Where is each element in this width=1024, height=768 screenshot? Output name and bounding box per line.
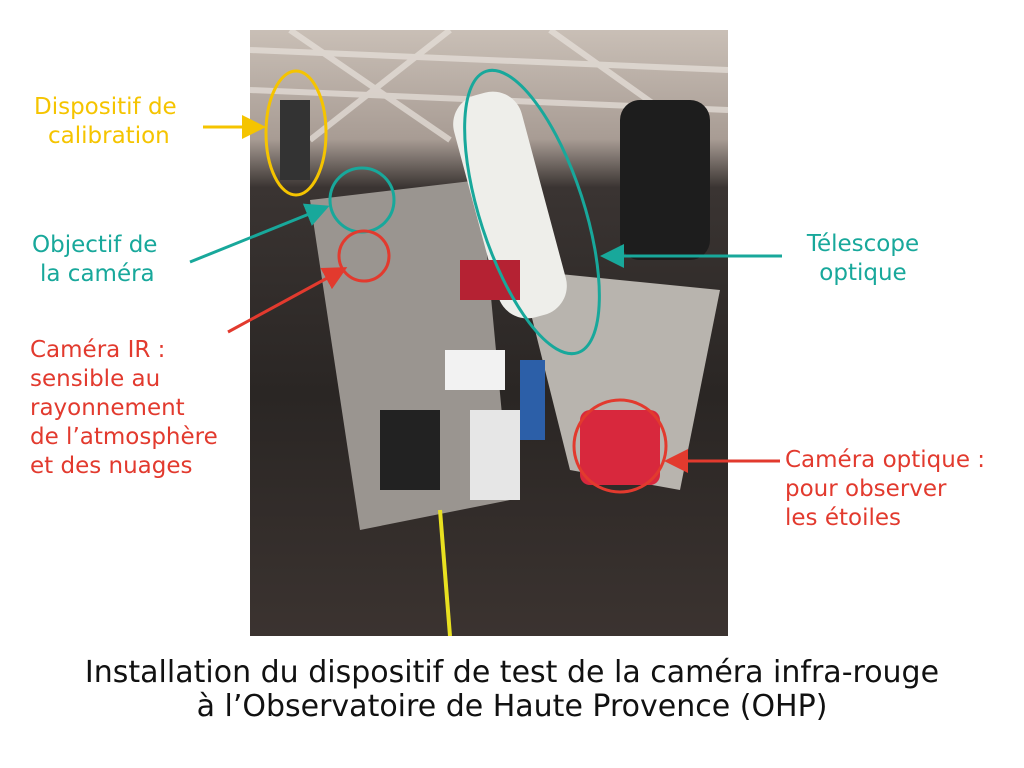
- label-line: la caméra: [40, 261, 155, 287]
- label-line: rayonnement: [30, 395, 185, 421]
- slide-caption: Installation du dispositif de test de la…: [0, 656, 1024, 724]
- objective-arrow: [189, 203, 330, 264]
- label-line: Dispositif de: [34, 94, 177, 120]
- label-line: et des nuages: [30, 453, 193, 479]
- telescope-highlight: [463, 68, 601, 356]
- calibration-highlight: [264, 69, 328, 197]
- label-line: de l’atmosphère: [30, 424, 218, 450]
- label-line: Télescope: [806, 231, 920, 257]
- optical-camera-highlight: [572, 398, 668, 494]
- ir-camera-arrow: [227, 267, 348, 334]
- ir-camera-highlight: [337, 229, 391, 283]
- label-line: Caméra IR :: [30, 337, 166, 363]
- label-calibration: Dispositif de calibration: [34, 93, 177, 151]
- objective-highlight: [328, 166, 396, 234]
- label-ir-camera: Caméra IR : sensible au rayonnement de l…: [30, 336, 218, 481]
- label-line: calibration: [48, 123, 170, 149]
- label-line: Objectif de: [32, 232, 158, 258]
- label-optical-camera: Caméra optique : pour observer les étoil…: [785, 446, 985, 533]
- caption-line: Installation du dispositif de test de la…: [84, 655, 940, 690]
- label-line: pour observer: [785, 476, 947, 502]
- equipment-photo: [250, 30, 728, 636]
- label-line: optique: [819, 260, 907, 286]
- caption-line: à l’Observatoire de Haute Provence (OHP): [196, 689, 828, 724]
- photo-illustration: [250, 30, 728, 636]
- label-line: les étoiles: [785, 505, 901, 531]
- label-line: Caméra optique :: [785, 447, 986, 473]
- label-telescope: Télescope optique: [798, 230, 928, 288]
- label-line: sensible au: [30, 366, 161, 392]
- label-objective: Objectif de la caméra: [32, 231, 157, 289]
